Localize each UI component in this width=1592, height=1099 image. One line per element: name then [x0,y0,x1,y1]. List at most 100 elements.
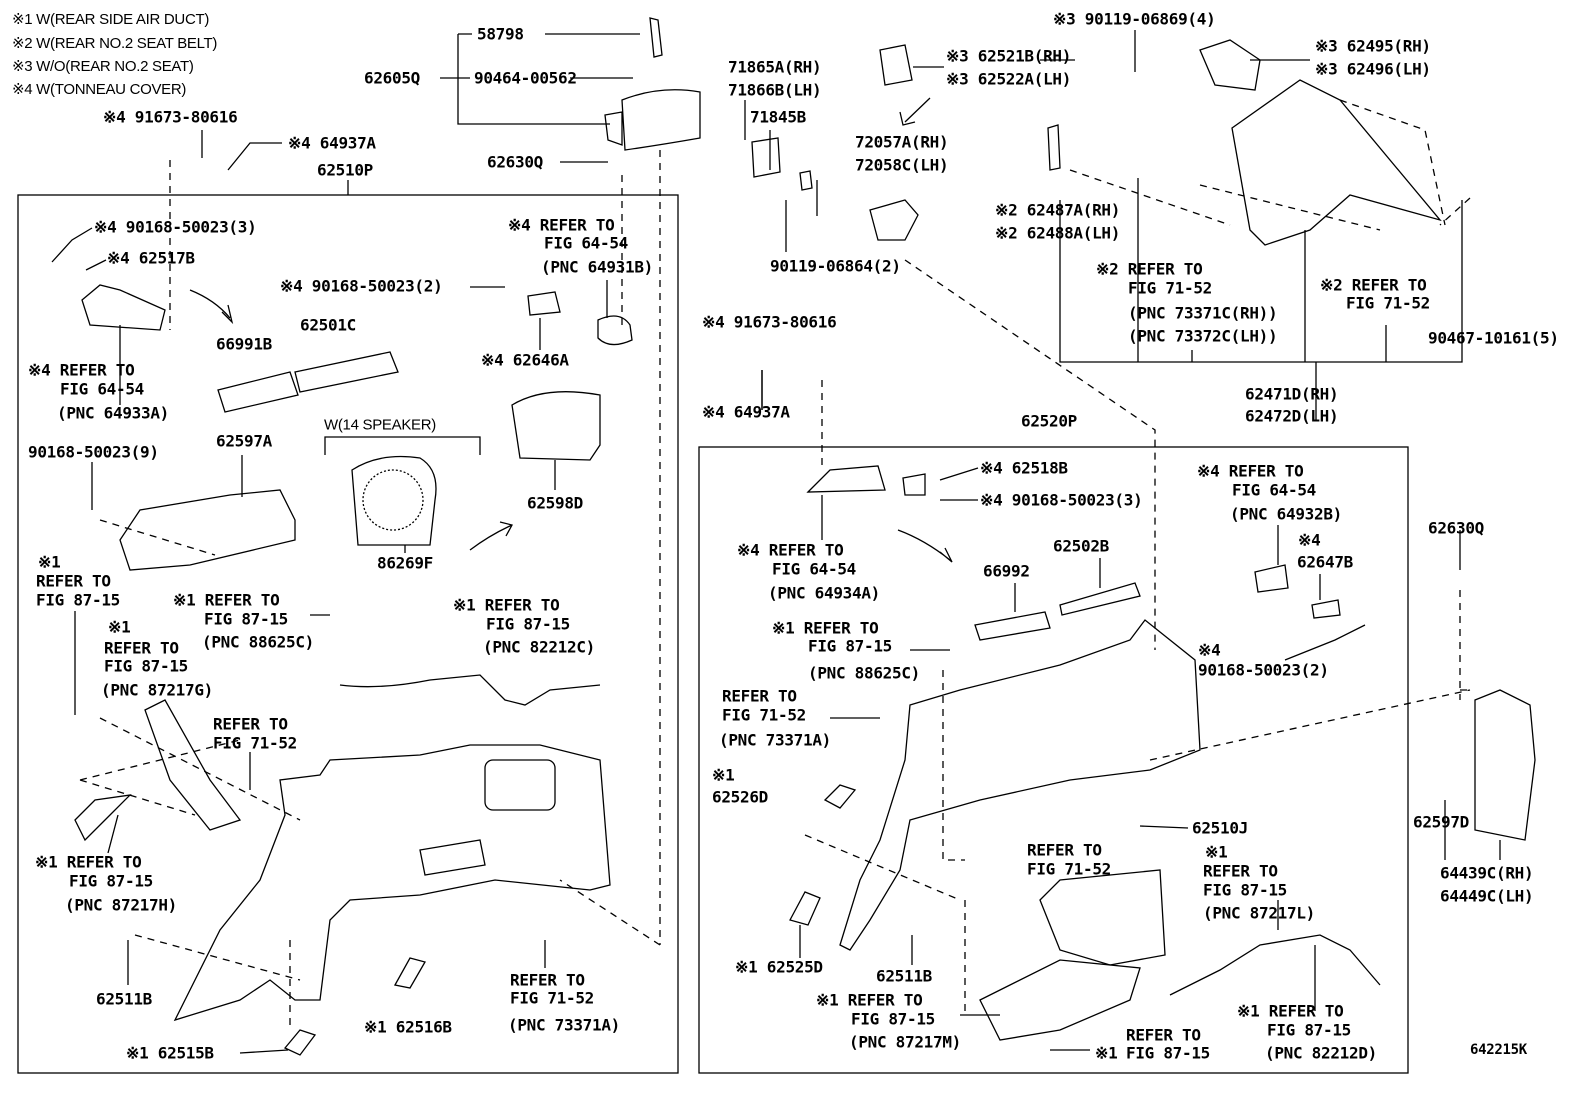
part-callout[interactable]: 62471D(RH) [1245,384,1339,404]
part-callout[interactable]: FIG 87-15 [104,656,188,676]
part-callout[interactable]: 62501C [300,315,356,335]
part-callout[interactable]: 90168-50023(9) [28,442,159,462]
part-callout[interactable]: FIG 64-54 [544,233,628,253]
part-callout[interactable]: ※4 REFER TO [737,540,844,560]
part-callout[interactable]: ※3 62496(LH) [1315,59,1431,79]
part-callout[interactable]: FIG 87-15 [69,871,153,891]
part-callout[interactable]: ※1 REFER TO [1237,1001,1344,1021]
part-callout[interactable]: 64449C(LH) [1440,886,1534,906]
part-callout[interactable]: 62510P [317,160,373,180]
part-callout[interactable]: ※4 62517B [107,248,195,268]
part-callout[interactable]: FIG 87-15 [851,1009,935,1029]
part-callout[interactable]: ※4 91673-80616 [103,107,238,127]
part-callout[interactable]: ※3 62522A(LH) [946,69,1072,89]
part-callout[interactable]: ※4 62646A [481,350,569,370]
part-callout[interactable]: ※4 90168-50023(3) [94,217,257,237]
part-callout[interactable]: FIG 87-15 [1126,1043,1210,1063]
part-callout[interactable]: ※3 62495(RH) [1315,36,1431,56]
part-callout[interactable]: ※4 62518B [980,458,1068,478]
part-callout[interactable]: FIG 71-52 [1027,859,1111,879]
part-callout[interactable]: FIG 64-54 [1232,480,1316,500]
part-callout[interactable]: (PNC 64934A) [768,583,880,603]
part-callout[interactable]: (PNC 87217H) [65,895,177,915]
part-callout[interactable]: 62511B [96,989,152,1009]
part-callout[interactable]: 62598D [527,493,583,513]
part-callout[interactable]: (PNC 82212D) [1265,1043,1377,1063]
part-callout[interactable]: FIG 71-52 [722,705,806,725]
part-callout[interactable]: FIG 71-52 [1346,293,1430,313]
part-callout[interactable]: 62502B [1053,536,1109,556]
part-callout[interactable]: ※4 64937A [288,133,376,153]
part-callout[interactable]: 90119-06864(2) [770,256,901,276]
part-callout[interactable]: (PNC 88625C) [808,663,920,683]
part-callout[interactable]: 62526D [712,787,768,807]
part-callout[interactable]: 66991B [216,334,272,354]
part-callout[interactable]: 71866B(LH) [728,80,822,100]
part-callout[interactable]: ※4 REFER TO [28,360,135,380]
part-callout[interactable]: ※2 REFER TO [1096,259,1203,279]
part-callout[interactable]: 72057A(RH) [855,132,949,152]
part-callout[interactable]: (PNC 87217G) [101,680,213,700]
part-callout[interactable]: 62597D [1413,812,1469,832]
part-callout[interactable]: FIG 87-15 [808,636,892,656]
part-callout[interactable]: ※1 [712,765,735,785]
part-callout[interactable]: 90464-00562 [474,68,577,88]
part-callout[interactable]: ※4 90168-50023(2) [280,276,443,296]
part-callout[interactable]: ※4 [1198,640,1221,660]
part-callout[interactable]: ※2 REFER TO [1320,275,1427,295]
part-callout[interactable]: ※4 [1298,530,1321,550]
part-callout[interactable]: ※1 REFER TO [772,618,879,638]
part-callout[interactable]: (PNC 87217M) [849,1032,961,1052]
part-callout[interactable]: FIG 87-15 [1203,880,1287,900]
part-callout[interactable]: (PNC 88625C) [202,632,314,652]
part-callout[interactable]: 62511B [876,966,932,986]
part-callout[interactable]: ※1 [1205,842,1228,862]
part-callout[interactable]: FIG 64-54 [772,559,856,579]
part-callout[interactable]: 62630Q [487,152,543,172]
part-callout[interactable]: 86269F [377,553,433,573]
part-callout[interactable]: REFER TO [1203,861,1278,881]
part-callout[interactable]: REFER TO [1027,840,1102,860]
part-callout[interactable]: FIG 87-15 [1267,1020,1351,1040]
part-callout[interactable]: 62520P [1021,411,1077,431]
part-callout[interactable]: ※1 REFER TO [35,852,142,872]
part-callout[interactable]: ※1 62515B [126,1043,214,1063]
part-callout[interactable]: FIG 87-15 [486,614,570,634]
part-callout[interactable]: 71865A(RH) [728,57,822,77]
part-callout[interactable]: 62510J [1192,818,1248,838]
part-callout[interactable]: 72058C(LH) [855,155,949,175]
part-callout[interactable]: REFER TO [36,571,111,591]
part-callout[interactable]: ※3 90119-06869(4) [1053,9,1216,29]
part-callout[interactable]: REFER TO [722,686,797,706]
part-callout[interactable]: (PNC 73371A) [508,1015,620,1035]
part-callout[interactable]: REFER TO [510,970,585,990]
part-callout[interactable]: 90467-10161(5) [1428,328,1559,348]
part-callout[interactable]: (PNC 64932B) [1230,504,1342,524]
part-callout[interactable]: 71845B [750,107,806,127]
part-callout[interactable]: (PNC 64933A) [57,403,169,423]
part-callout[interactable]: ※1 62516B [364,1017,452,1037]
part-callout[interactable]: ※1 REFER TO [453,595,560,615]
part-callout[interactable]: ※1 [108,617,131,637]
part-callout[interactable]: (PNC 73372C(LH)) [1128,326,1278,346]
part-callout[interactable]: ※4 REFER TO [508,215,615,235]
part-callout[interactable]: ※3 62521B(RH) [946,46,1072,66]
part-callout[interactable]: 62605Q [364,68,420,88]
part-callout[interactable]: FIG 87-15 [204,609,288,629]
part-callout[interactable]: (PNC 87217L) [1203,903,1315,923]
part-callout[interactable]: (PNC 73371C(RH)) [1128,303,1278,323]
part-callout[interactable]: ※4 91673-80616 [702,312,837,332]
part-callout[interactable]: FIG 71-52 [510,988,594,1008]
part-callout[interactable]: 62472D(LH) [1245,406,1339,426]
part-callout[interactable]: (PNC 82212C) [483,637,595,657]
part-callout[interactable]: ※1 62525D [735,957,823,977]
part-callout[interactable]: 58798 [477,24,524,44]
part-callout[interactable]: REFER TO [213,714,288,734]
part-callout[interactable]: ※1 [38,552,61,572]
part-callout[interactable]: ※1 REFER TO [816,990,923,1010]
part-callout[interactable]: REFER TO [104,638,179,658]
part-callout[interactable]: FIG 71-52 [213,733,297,753]
part-callout[interactable]: 64439C(RH) [1440,863,1534,883]
part-callout[interactable]: 62647B [1297,552,1353,572]
part-callout[interactable]: REFER TO [1126,1025,1201,1045]
